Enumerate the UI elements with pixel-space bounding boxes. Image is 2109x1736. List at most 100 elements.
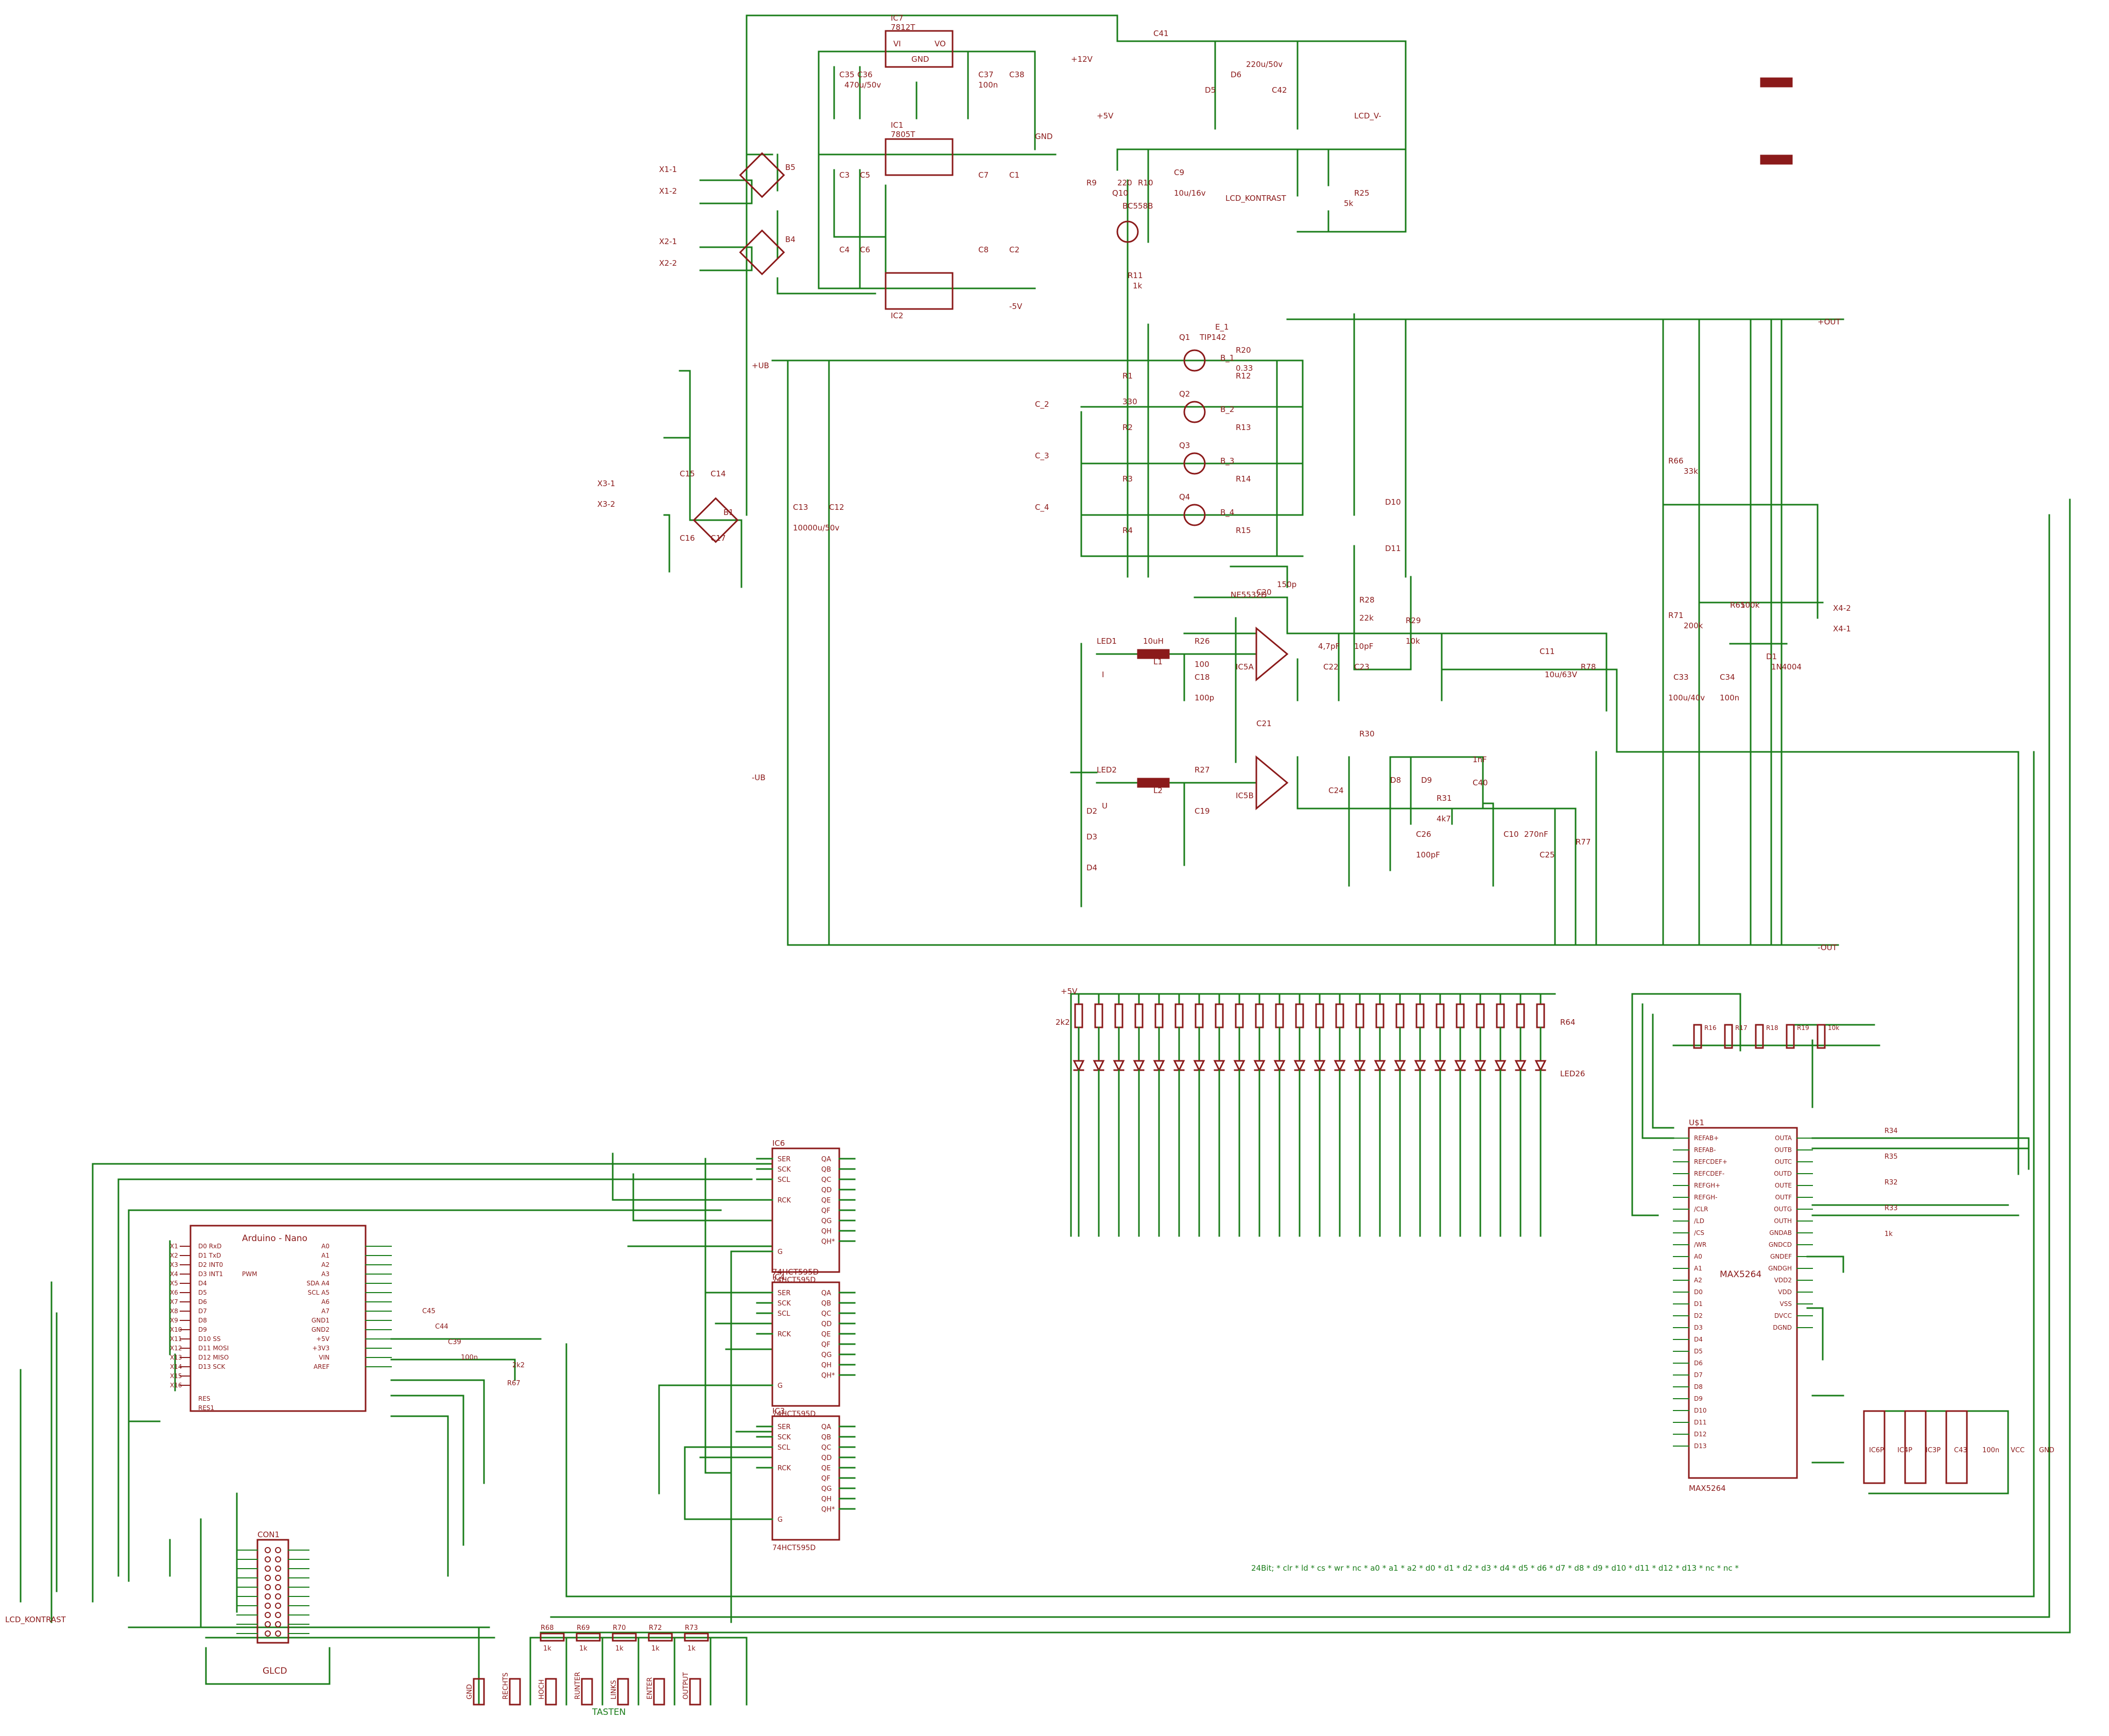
button-resistor-label: R70 [613,1624,626,1632]
dac-right-pin: OUTB [1774,1146,1792,1154]
glcd-pin-right [275,1566,281,1572]
sr-pin-label-left: SCK [777,1434,791,1441]
label-ic2: IC2 [891,311,903,320]
dac-right-pin: GNDGH [1768,1265,1792,1272]
sr-pin-label-right: QF [821,1341,831,1349]
label-c5: C5 [860,170,870,180]
label-100p: 100p [1195,693,1214,702]
label-100n-a: 100n [978,80,998,90]
sr-pin-label-right: QE [821,1465,831,1472]
arduino-left-pin: X12 [170,1345,182,1352]
button-resistor-label: R69 [577,1624,590,1632]
label-r30: R30 [1359,729,1375,738]
arduino-right-label: A1 [321,1252,330,1259]
button-resistor [612,1632,637,1642]
dac-right-pin: GNDAB [1769,1229,1792,1236]
button-resistor [540,1632,565,1642]
dac-right-pin: OUTG [1774,1206,1792,1213]
label-d5: D5 [1205,85,1216,95]
arduino-right-label: SDA A4 [306,1280,330,1287]
dac-left-pin: REFGH+ [1694,1182,1720,1189]
arduino-left-label: D2 INT0 [198,1261,223,1268]
sr-pin-label-right: QH* [821,1506,835,1514]
label-c10: C10 [1503,830,1519,839]
label-c14: C14 [711,469,726,478]
label-ic5b: IC5B [1236,791,1254,800]
arduino-right-label: A6 [321,1298,330,1305]
label-r10: R10 [1138,178,1153,187]
label-c2: C2 [1009,245,1019,254]
label-c18: C18 [1195,673,1210,682]
sr-pin-label-left: RCK [777,1331,791,1338]
sr-pin-label-right: QE [821,1331,831,1338]
dac-left-pin: D12 [1694,1431,1707,1438]
sr-pin-label-right: QD [821,1454,832,1462]
arduino-left-label: D1 TxD [198,1252,221,1259]
label-r71: R71 [1668,611,1684,620]
dac-left-pin: D1 [1694,1300,1703,1308]
label-bc558b: BC558B [1122,201,1153,211]
dac-right-pin: VDD [1778,1288,1792,1296]
label-100pf: 100pF [1416,850,1440,860]
arduino-left-pin: X8 [170,1308,178,1315]
label-c40: C40 [1473,778,1488,787]
arduino-pins: X1X2X3X4X5X6X7X8X9X10X11X12X13X14X15X16D… [170,1243,525,1412]
label-r20: R20 [1236,346,1251,355]
label-r65: R65 [1730,600,1745,610]
label-x2-1: X2-1 [659,237,677,246]
dac-pins: REFAB+REFAB-REFCDEF+REFCDEF-REFGH+REFGH-… [1673,1024,2054,1454]
sr-pin-label-right: QC [821,1310,831,1318]
label-ic5a: IC5A [1236,662,1254,672]
dac-left-pin: D0 [1694,1288,1703,1296]
label-d6: D6 [1231,70,1241,79]
label-c25: C25 [1540,850,1555,860]
dac-decoupling-label: VCC [2011,1447,2025,1454]
opamp-ic5a [1255,626,1289,682]
dac-right-pin: DGND [1773,1324,1792,1331]
arduino-left-pin: X14 [170,1363,182,1370]
label-c21: C21 [1256,719,1272,728]
label-c41: C41 [1153,29,1169,38]
arduino-left-label: D0 RxD [198,1243,221,1250]
arduino-left-pin: X13 [170,1354,182,1361]
label-r31: R31 [1437,794,1452,803]
label-plus12v: +12V [1071,55,1093,64]
label-l1: L1 [1153,657,1163,666]
label-u: U [1102,801,1108,811]
arduino-right-label: GND2 [312,1326,330,1333]
label-x3-1: X3-1 [597,479,615,488]
glcd-pin-right [275,1621,281,1627]
shift-register-pins: SERSCKSCLRCKGQAQBQCQDQEQFQGQHQH*74HCT595… [756,1156,856,1552]
l1-body [1137,649,1170,659]
sr-pin-label-left: G [777,1382,783,1390]
arduino-right-label: AREF [314,1363,330,1370]
sr-pin-label-left: SCL [777,1176,790,1184]
dac-left-pin: REFCDEF- [1694,1170,1724,1177]
dac-right-pin: OUTD [1774,1170,1792,1177]
label-1k-a: 1k [1133,281,1143,290]
label-r66: R66 [1668,456,1684,466]
label-c19: C19 [1195,806,1210,816]
label-ic7: IC7 [891,13,903,23]
label-c26: C26 [1416,830,1431,839]
label-lcd-v: LCD_V- [1354,111,1381,121]
label-r26: R26 [1195,637,1210,646]
label-x4-1: X4-1 [1833,624,1851,633]
label-220u: 220u/50v [1246,60,1283,69]
sr-pin-label-right: QH [821,1228,832,1235]
arduino-body [189,1225,367,1412]
label-ic3: IC3 [772,1406,785,1416]
sr-pin-label-left: SCL [777,1444,790,1452]
dac-left-pin: A2 [1694,1277,1702,1284]
sr-pin-label-right: QD [821,1320,832,1328]
label-c11: C11 [1540,647,1555,656]
label-c37: C37 [978,70,994,79]
label-b2-in: B_2 [1220,405,1234,415]
dac-decoupling-label: IC6P [1869,1447,1884,1454]
arduino-left-label: D6 [198,1298,207,1305]
button-label: HOCH [538,1679,546,1699]
sr-pin-label-right: QA [821,1156,831,1163]
dac-decoupling-label: C43 [1954,1447,1967,1454]
label-ic1: IC1 [891,121,903,130]
dac-right-pin: OUTC [1775,1158,1792,1165]
